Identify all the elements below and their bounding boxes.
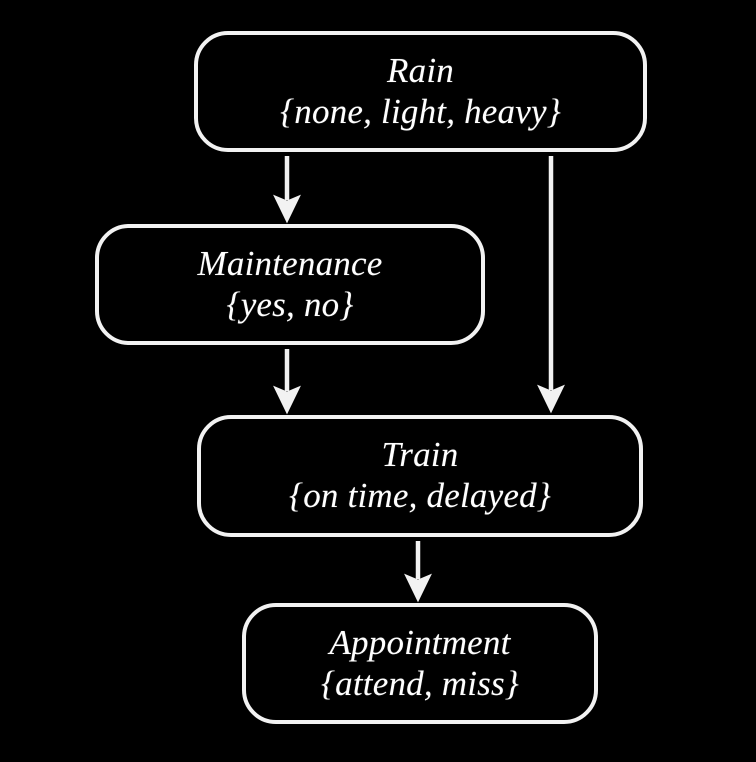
- node-rain-label: Rain: [387, 50, 454, 90]
- node-train[interactable]: Train {on time, delayed}: [197, 415, 643, 537]
- node-appointment-label: Appointment: [329, 622, 511, 662]
- node-appointment[interactable]: Appointment {attend, miss}: [242, 603, 598, 724]
- node-rain[interactable]: Rain {none, light, heavy}: [194, 31, 647, 152]
- node-appointment-states: {attend, miss}: [320, 663, 520, 703]
- node-maintenance-states: {yes, no}: [226, 284, 354, 324]
- node-rain-states: {none, light, heavy}: [280, 91, 561, 131]
- node-maintenance-label: Maintenance: [197, 243, 383, 283]
- node-train-states: {on time, delayed}: [289, 476, 551, 515]
- node-train-label: Train: [381, 435, 459, 475]
- node-maintenance[interactable]: Maintenance {yes, no}: [95, 224, 485, 345]
